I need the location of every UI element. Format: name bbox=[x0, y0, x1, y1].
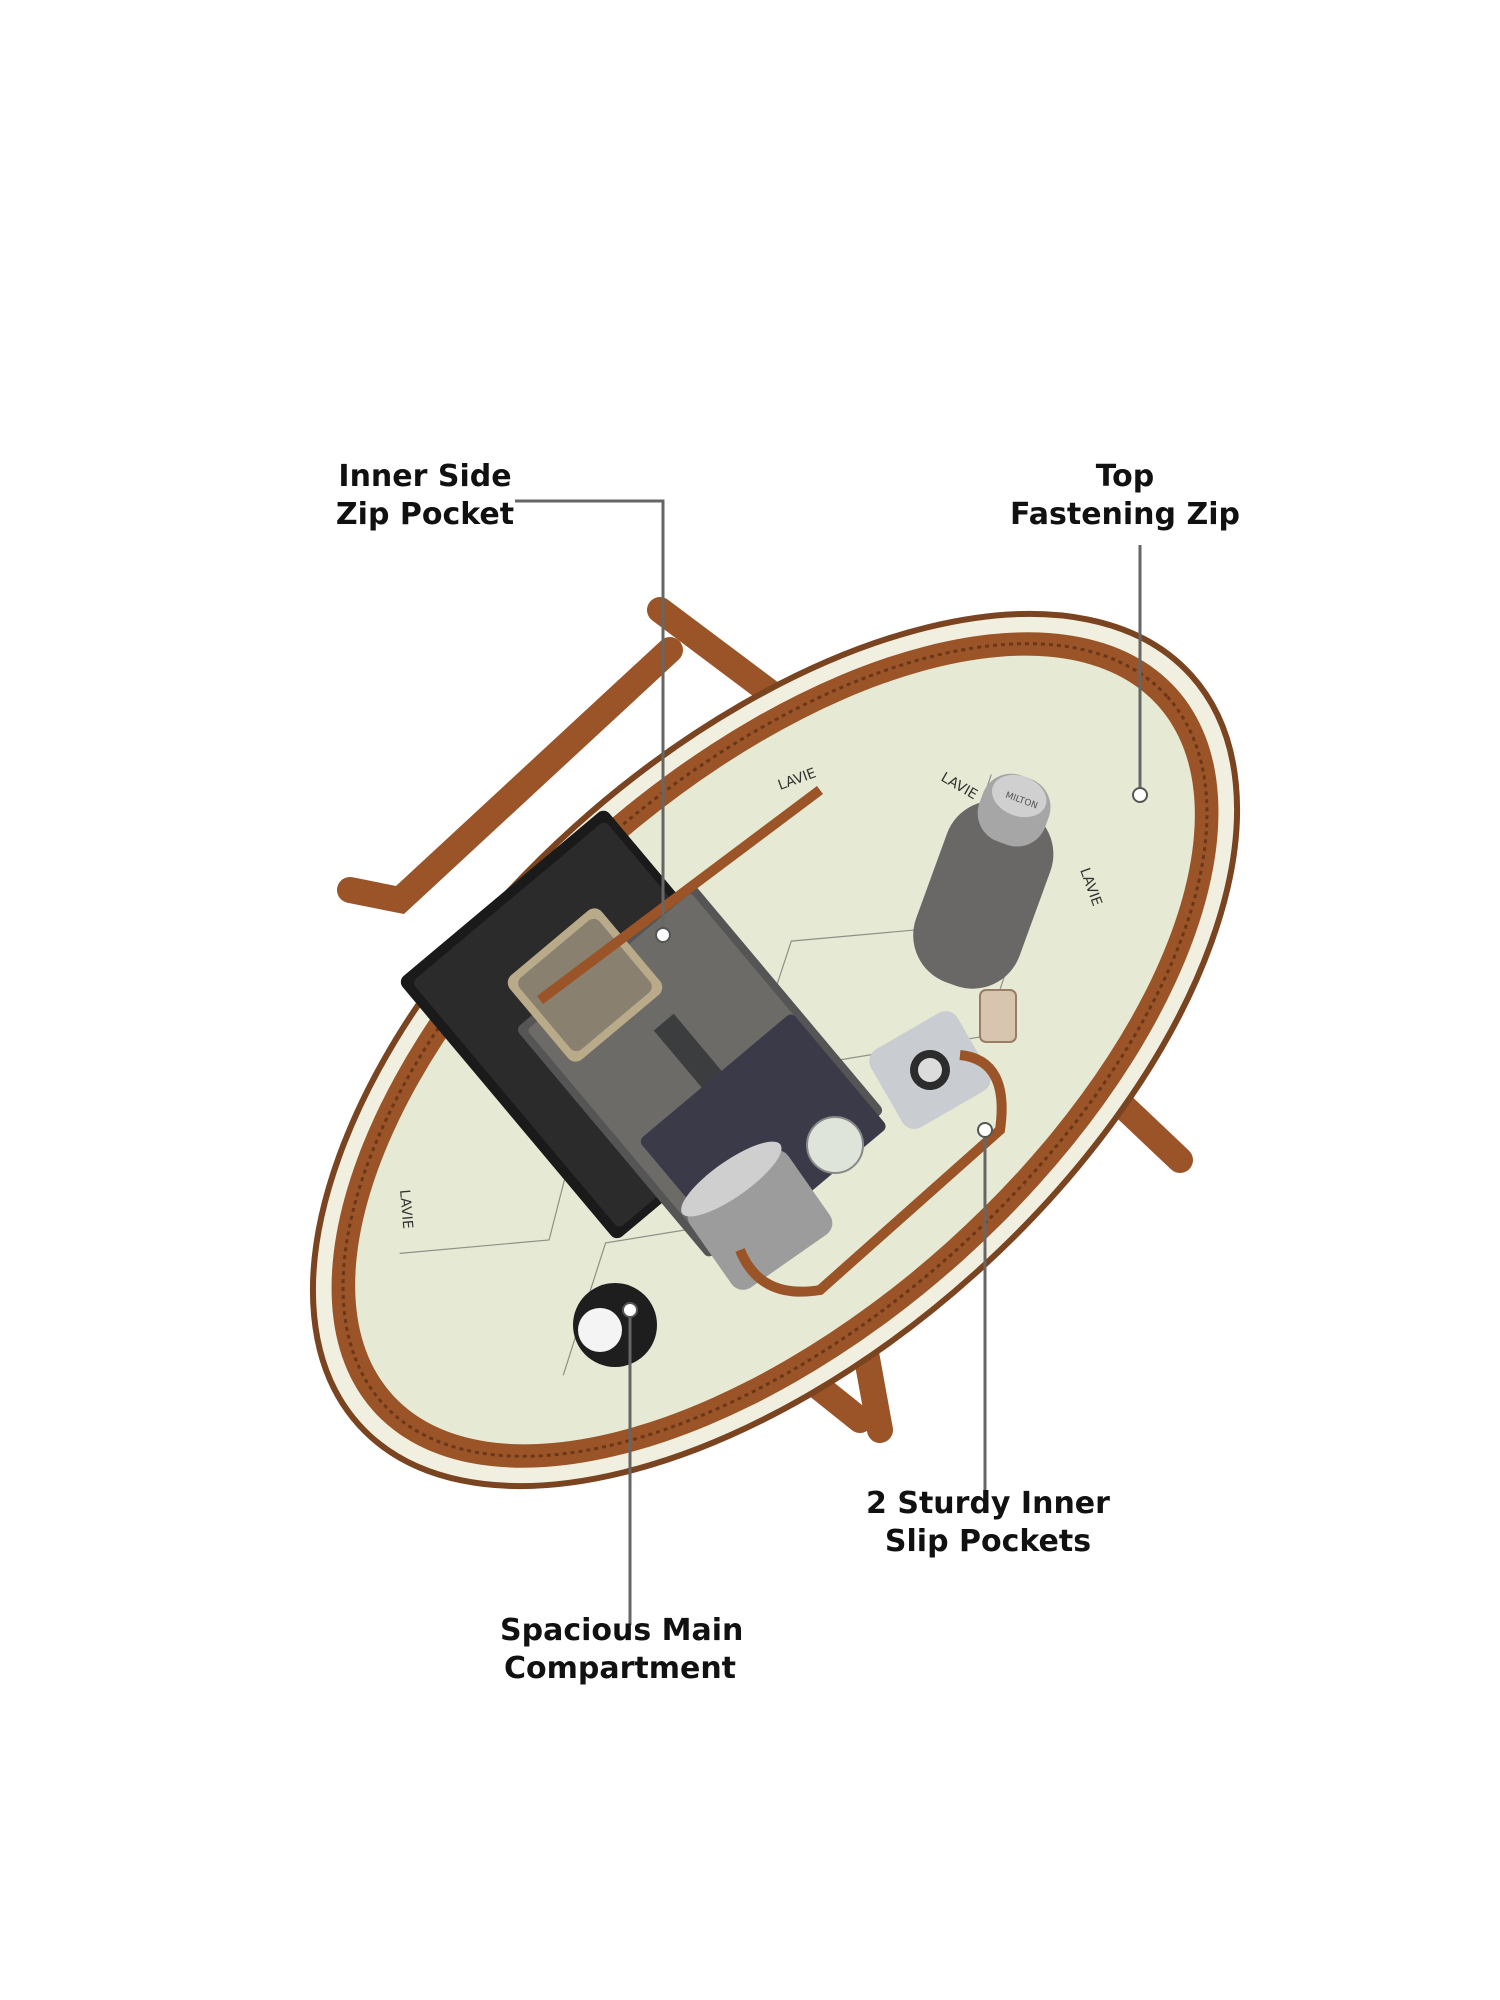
callout-slip-line1: 2 Sturdy Inner bbox=[866, 1486, 1110, 1521]
callout-marker-dots bbox=[622, 787, 1148, 1318]
callout-top-fastening-zip: Top Fastening Zip bbox=[1005, 458, 1245, 534]
callout-main-line1: Spacious Main bbox=[500, 1613, 744, 1648]
steel-tumbler bbox=[681, 1141, 833, 1290]
callout-leader-lines bbox=[515, 499, 1142, 1625]
callout-inner-side-zip-pocket: Inner Side Zip Pocket bbox=[335, 458, 515, 534]
smartphone bbox=[507, 908, 663, 1062]
marker-main-compartment bbox=[622, 1302, 638, 1318]
marker-top-zip bbox=[1132, 787, 1148, 803]
marker-slip-pockets bbox=[977, 1122, 993, 1138]
handle-top-left-strap bbox=[337, 637, 683, 915]
perfume-bottle bbox=[979, 989, 1017, 1043]
inner-zip-pocket-edge bbox=[537, 786, 823, 1004]
callout-slip-line2: Slip Pockets bbox=[884, 1524, 1092, 1559]
slip-pocket-edge bbox=[735, 1050, 1007, 1297]
marker-inner-side-zip bbox=[655, 927, 671, 943]
callout-main-line2: Compartment bbox=[503, 1651, 737, 1686]
callout-main-compartment: Spacious Main Compartment bbox=[500, 1612, 744, 1688]
callout-inner-zip-line1: Inner Side bbox=[338, 459, 512, 494]
callout-inner-zip-line2: Zip Pocket bbox=[335, 497, 515, 532]
steel-water-bottle: MILTON bbox=[913, 773, 1054, 989]
black-bottle bbox=[573, 1283, 657, 1367]
print-text-5: LAVIE bbox=[396, 1189, 415, 1230]
bag-contents: MILTON bbox=[400, 773, 1054, 1367]
handle-top-right-strap bbox=[647, 597, 793, 713]
callout-slip-pockets: 2 Sturdy Inner Slip Pockets bbox=[858, 1485, 1118, 1561]
leader-inner-side-zip bbox=[515, 499, 665, 935]
callout-top-zip-line1: Top bbox=[1095, 459, 1155, 494]
callout-top-zip-line2: Fastening Zip bbox=[1010, 497, 1240, 532]
glass-jar bbox=[806, 1116, 864, 1174]
compact-case bbox=[869, 1011, 991, 1129]
